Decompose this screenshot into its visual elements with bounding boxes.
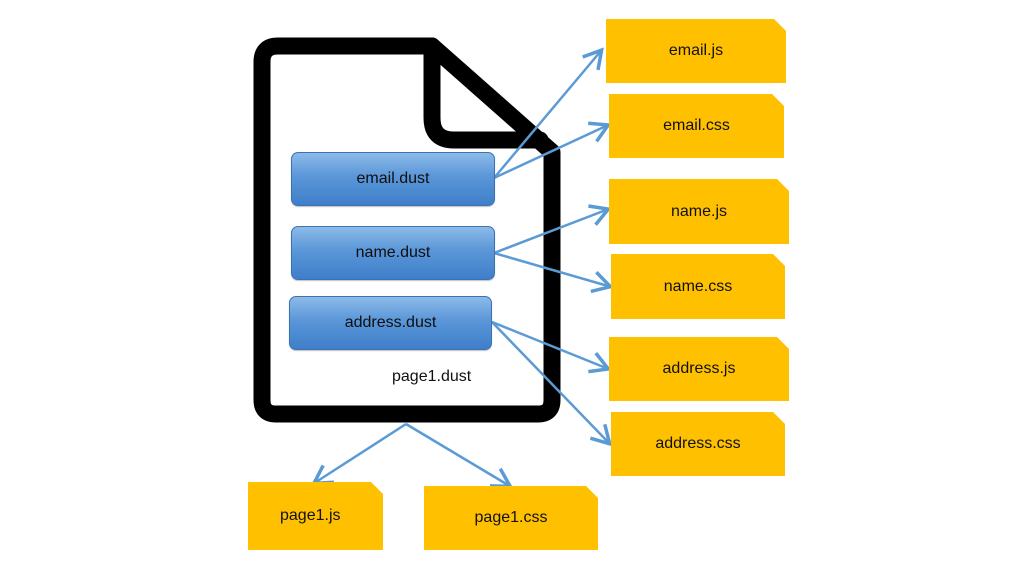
asset-address-css[interactable]: address.css [611, 412, 785, 476]
asset-page-js[interactable]: page1.js [248, 482, 383, 550]
module-email-dust[interactable]: email.dust [291, 152, 495, 206]
asset-email-css[interactable]: email.css [609, 94, 784, 158]
module-label: email.dust [356, 170, 430, 187]
asset-address-js[interactable]: address.js [609, 337, 789, 401]
asset-name-js[interactable]: name.js [609, 179, 789, 244]
arrow-page-to-page-css [405, 422, 514, 489]
arrow-email-to-email-js [493, 47, 604, 179]
asset-page-css[interactable]: page1.css [424, 486, 598, 550]
page-file-label: page1.dust [392, 368, 472, 385]
arrow-address-to-address-css [491, 321, 613, 447]
asset-email-js[interactable]: email.js [606, 19, 786, 83]
arrow-name-to-name-js [493, 204, 612, 255]
arrow-email-to-email-css [493, 121, 612, 180]
module-address-dust[interactable]: address.dust [289, 296, 492, 350]
module-label: name.dust [355, 244, 431, 261]
arrow-name-to-name-css [493, 251, 614, 294]
arrow-page-to-page-js [310, 422, 407, 486]
module-label: address.dust [344, 314, 437, 331]
module-name-dust[interactable]: name.dust [291, 226, 495, 280]
asset-name-css[interactable]: name.css [611, 254, 785, 319]
arrow-address-to-address-js [491, 320, 612, 374]
